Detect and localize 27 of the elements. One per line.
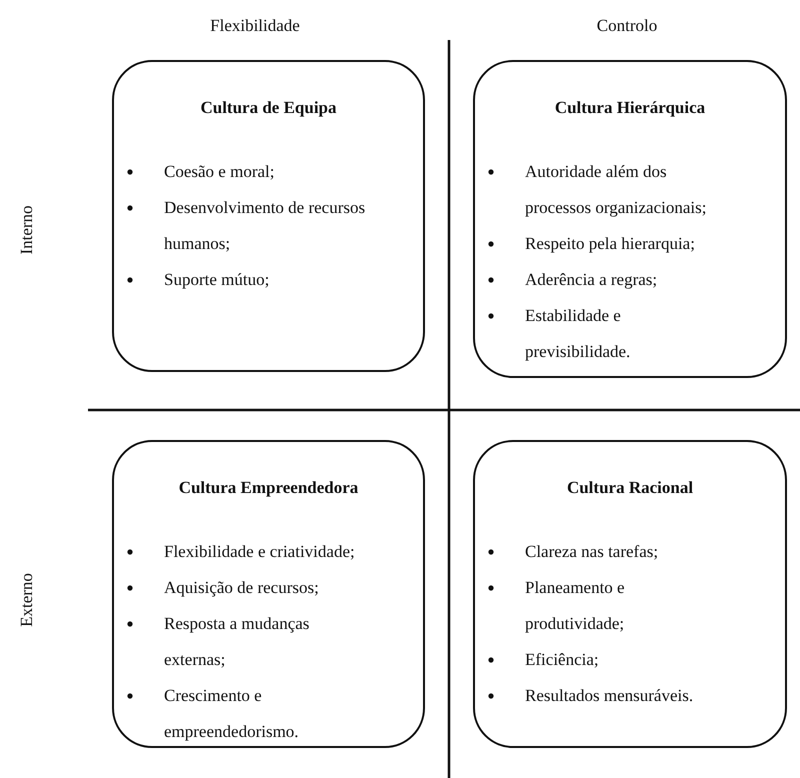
card-title: Cultura Hierárquica: [554, 98, 706, 118]
bullet-text: Estabilidade e previsibilidade.: [525, 305, 632, 363]
bullet-text: Eficiência;: [525, 649, 599, 671]
quadrant-card: [112, 60, 425, 372]
bullet-text: Aquisição de recursos;: [164, 577, 319, 599]
bullet-text: Autoridade além dos processos organizacionais;: [525, 161, 708, 219]
bullet-text: Coesão e moral;: [164, 161, 274, 183]
bullet-text: Crescimento e empreendedorismo.: [164, 685, 300, 743]
card-title: Cultura Racional: [566, 478, 694, 498]
bullet-text: Desenvolvimento de recursos humanos;: [164, 197, 366, 255]
bullet-text: Clareza nas tarefas;: [525, 541, 658, 563]
card-title: Cultura de Equipa: [199, 98, 338, 118]
axis-label: Externo: [17, 573, 37, 627]
bullet-text: Planeamento e produtividade;: [525, 577, 626, 635]
axis-label: Controlo: [596, 16, 658, 36]
bullet-text: Aderência a regras;: [525, 269, 658, 291]
quadrant-card: [473, 440, 787, 748]
axis-label: Flexibilidade: [210, 16, 300, 36]
bullet-text: Flexibilidade e criatividade;: [164, 541, 355, 563]
axis-label: Interno: [17, 205, 37, 255]
quadrant-card: [473, 60, 787, 378]
bullet-text: Resposta a mudanças externas;: [164, 613, 310, 671]
card-title: Cultura Empreendedora: [178, 478, 360, 498]
quadrant-card: [112, 440, 425, 748]
bullet-text: Suporte mútuo;: [164, 269, 270, 291]
bullet-text: Resultados mensuráveis.: [525, 685, 694, 707]
bullet-text: Respeito pela hierarquia;: [525, 233, 695, 255]
